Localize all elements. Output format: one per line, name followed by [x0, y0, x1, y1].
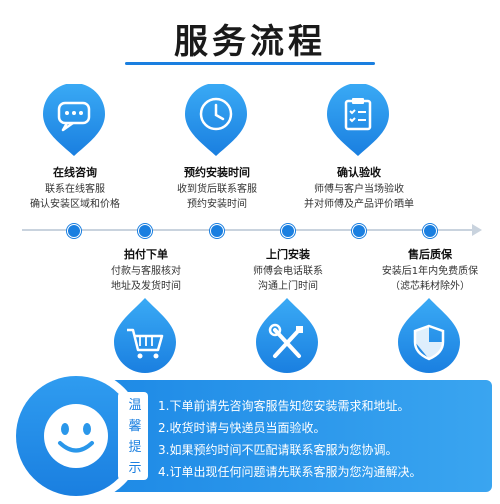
smiley-icon — [44, 404, 108, 468]
shield-icon — [413, 324, 445, 361]
step-book-time-drop — [183, 84, 249, 158]
timeline-arrow — [472, 224, 482, 236]
tips-line: 3.如果预约时间不匹配请联系客服为您协调。 — [158, 443, 398, 457]
step-desc-place-order: 付款与客服核对地址及发货时间 — [111, 266, 181, 292]
chat-bubble-icon — [57, 101, 91, 132]
tips-label-bg — [118, 392, 148, 480]
step-title-online-consult: 在线咨询 — [53, 166, 97, 179]
clock-icon — [199, 97, 233, 131]
step-confirm-check-drop — [325, 84, 391, 158]
step-place-order-drop — [112, 296, 178, 374]
tips-label: 温馨 提示 — [128, 398, 142, 476]
step-desc-warranty: 安装后1年内免费质保（滤芯耗材除外） — [381, 266, 479, 292]
step-title-book-time: 预约安装时间 — [184, 166, 250, 179]
page-title: 服务流程 — [174, 22, 326, 62]
step-online-consult-drop — [41, 84, 107, 158]
checklist-icon — [344, 98, 372, 131]
timeline-dot — [352, 224, 366, 238]
step-title-confirm-check: 确认验收 — [337, 166, 381, 179]
step-desc-confirm-check: 师傅与客户当场验收并对师傅及产品评价晒单 — [304, 184, 414, 210]
step-warranty-drop — [396, 296, 462, 374]
timeline-line — [22, 229, 477, 231]
step-desc-online-consult: 联系在线客服确认安装区域和价格 — [30, 184, 120, 210]
tips-panel — [108, 380, 492, 492]
tips-line: 4.订单出现任何问题请先联系客服为您沟通解决。 — [158, 465, 422, 479]
tips-line: 2.收货时请与快递员当面验收。 — [158, 421, 326, 435]
step-title-warranty: 售后质保 — [408, 248, 452, 261]
timeline-dot — [281, 224, 295, 238]
tips-line: 1.下单前请先咨询客服告知您安装需求和地址。 — [158, 399, 410, 413]
title-underline — [125, 62, 375, 65]
tools-icon — [268, 323, 303, 358]
step-desc-installation: 师傅会电话联系沟通上门时间 — [253, 266, 323, 292]
timeline-dot — [423, 224, 437, 238]
timeline-dot — [138, 224, 152, 238]
timeline-dot — [210, 224, 224, 238]
step-installation-drop — [254, 296, 320, 374]
shopping-cart-icon — [127, 328, 164, 359]
step-title-place-order: 拍付下单 — [124, 248, 168, 261]
step-desc-book-time: 收到货后联系客服预约安装时间 — [177, 184, 257, 210]
step-title-installation: 上门安装 — [266, 248, 310, 261]
timeline-dot — [67, 224, 81, 238]
